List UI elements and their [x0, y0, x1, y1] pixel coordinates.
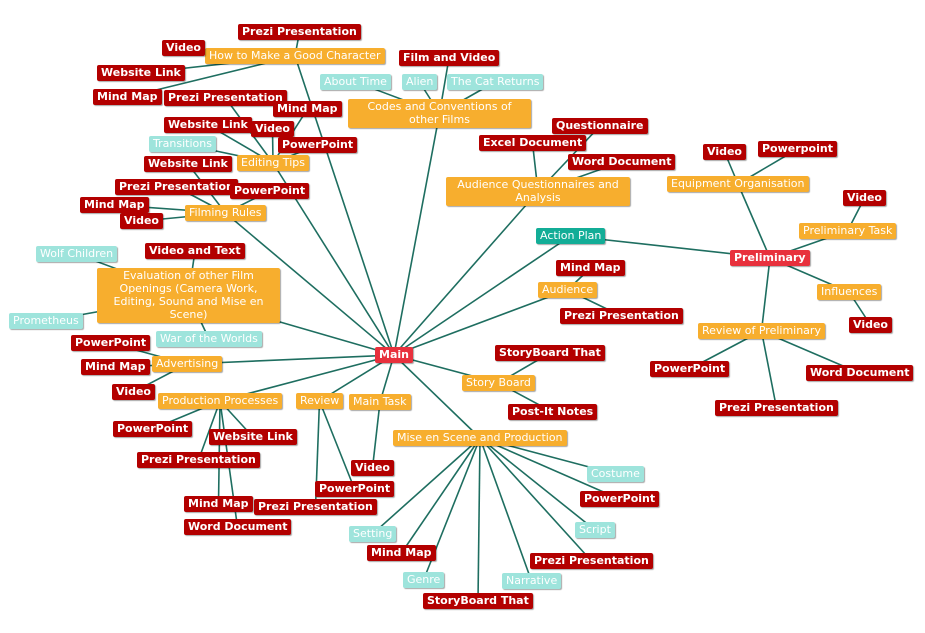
node-main[interactable]: Main [375, 347, 413, 363]
node-mind-map[interactable]: Mind Map [367, 545, 436, 561]
node-evaluation-of-other-film-openings[interactable]: Evaluation of other Film Openings (Camer… [97, 268, 280, 323]
node-equipment-organisation[interactable]: Equipment Organisation [667, 176, 809, 192]
node-prezi-presentation[interactable]: Prezi Presentation [115, 179, 238, 195]
node-mise-en-scene-and-production[interactable]: Mise en Scene and Production [393, 430, 567, 446]
node-mind-map[interactable]: Mind Map [273, 101, 342, 117]
node-preliminary-task[interactable]: Preliminary Task [799, 223, 897, 239]
connector-main-filming_rules [224, 212, 395, 356]
node-powerpoint[interactable]: PowerPoint [315, 481, 395, 497]
connector-mise-ms_prezi [479, 437, 593, 562]
connector-preliminary-review_prelim [760, 257, 771, 332]
node-audience[interactable]: Audience [538, 282, 598, 298]
connector-mise-ms_narrative [479, 437, 533, 582]
node-narrative[interactable]: Narrative [502, 573, 562, 589]
node-video[interactable]: Video [843, 190, 886, 206]
node-prezi-presentation[interactable]: Prezi Presentation [560, 308, 683, 324]
connector-mise-ms_storyboard_that [477, 437, 481, 602]
node-mind-map[interactable]: Mind Map [93, 89, 162, 105]
node-filming-rules[interactable]: Filming Rules [185, 205, 266, 221]
node-costume[interactable]: Costume [587, 466, 644, 482]
node-powerpoint[interactable]: PowerPoint [113, 421, 193, 437]
node-powerpoint[interactable]: PowerPoint [278, 137, 358, 153]
connector-main-audience [393, 289, 568, 356]
node-mind-map[interactable]: Mind Map [184, 496, 253, 512]
node-how-to-make-a-good-character[interactable]: How to Make a Good Character [205, 48, 385, 64]
node-powerpoint[interactable]: Powerpoint [758, 141, 837, 157]
connector-preliminary-equipment [737, 183, 771, 259]
node-story-board[interactable]: Story Board [462, 375, 535, 391]
connector-review-rv_powerpoint [318, 400, 356, 490]
node-review[interactable]: Review [296, 393, 344, 409]
node-website-link[interactable]: Website Link [164, 117, 252, 133]
connector-main-audience_q [393, 190, 539, 356]
node-script[interactable]: Script [575, 522, 615, 538]
node-setting[interactable]: Setting [349, 526, 397, 542]
node-prezi-presentation[interactable]: Prezi Presentation [530, 553, 653, 569]
node-video[interactable]: Video [251, 121, 294, 137]
node-prometheus[interactable]: Prometheus [9, 313, 83, 329]
node-powerpoint[interactable]: PowerPoint [650, 361, 730, 377]
node-prezi-presentation[interactable]: Prezi Presentation [164, 90, 287, 106]
connector-main-mise [393, 354, 481, 439]
node-wolf-children[interactable]: Wolf Children [36, 246, 118, 262]
node-prezi-presentation[interactable]: Prezi Presentation [238, 24, 361, 40]
node-video-and-text[interactable]: Video and Text [145, 243, 245, 259]
node-word-document[interactable]: Word Document [184, 519, 292, 535]
node-prezi-presentation[interactable]: Prezi Presentation [137, 452, 260, 468]
node-website-link[interactable]: Website Link [144, 156, 232, 172]
connector-main_task-mt_video [371, 401, 381, 469]
node-storyboard-that[interactable]: StoryBoard That [495, 345, 605, 361]
node-post-it-notes[interactable]: Post-It Notes [508, 404, 598, 420]
node-about-time[interactable]: About Time [320, 74, 391, 90]
node-transitions[interactable]: Transitions [149, 136, 216, 152]
node-word-document[interactable]: Word Document [806, 365, 914, 381]
node-powerpoint[interactable]: PowerPoint [230, 183, 310, 199]
node-audience-questionnaires-and-analysis[interactable]: Audience Questionnaires and Analysis [446, 177, 630, 206]
node-review-of-preliminary[interactable]: Review of Preliminary [698, 323, 825, 339]
node-alien[interactable]: Alien [402, 74, 438, 90]
node-production-processes[interactable]: Production Processes [158, 393, 283, 409]
connector-mise-ms_powerpoint [479, 437, 620, 500]
node-video[interactable]: Video [703, 144, 746, 160]
connector-mise-ms_script [479, 437, 596, 531]
connector-review_prelim-rp_prezi [760, 330, 778, 409]
node-film-and-video[interactable]: Film and Video [399, 50, 500, 66]
node-influences[interactable]: Influences [817, 284, 882, 300]
node-codes-and-conventions[interactable]: Codes and Conventions of other Films [348, 99, 531, 128]
node-video[interactable]: Video [351, 460, 394, 476]
node-website-link[interactable]: Website Link [209, 429, 297, 445]
node-word-document[interactable]: Word Document [568, 154, 676, 170]
node-website-link[interactable]: Website Link [97, 65, 185, 81]
node-mind-map[interactable]: Mind Map [80, 197, 149, 213]
node-preliminary[interactable]: Preliminary [730, 250, 810, 266]
node-storyboard-that[interactable]: StoryBoard That [423, 593, 533, 609]
node-prezi-presentation[interactable]: Prezi Presentation [254, 499, 377, 515]
connector-main-codes [393, 113, 441, 356]
node-powerpoint[interactable]: PowerPoint [580, 491, 660, 507]
node-war-of-the-worlds[interactable]: War of the Worlds [156, 331, 262, 347]
node-advertising[interactable]: Advertising [152, 356, 223, 372]
node-mind-map[interactable]: Mind Map [556, 260, 625, 276]
node-video[interactable]: Video [162, 40, 205, 56]
connector-mise-ms_setting [371, 437, 481, 535]
connector-mise-ms_mindmap [400, 437, 481, 554]
node-video[interactable]: Video [112, 384, 155, 400]
node-questionnaire[interactable]: Questionnaire [552, 118, 648, 134]
node-video[interactable]: Video [849, 317, 892, 333]
node-prezi-presentation[interactable]: Prezi Presentation [715, 400, 838, 416]
node-editing-tips[interactable]: Editing Tips [237, 155, 309, 171]
node-excel-document[interactable]: Excel Document [479, 135, 587, 151]
connector-main-action_plan [393, 235, 571, 356]
node-mind-map[interactable]: Mind Map [81, 359, 150, 375]
node-the-cat-returns[interactable]: The Cat Returns [447, 74, 544, 90]
node-video[interactable]: Video [120, 213, 163, 229]
node-action-plan[interactable]: Action Plan [536, 228, 606, 244]
node-main-task[interactable]: Main Task [349, 394, 411, 410]
node-genre[interactable]: Genre [403, 572, 445, 588]
node-powerpoint[interactable]: PowerPoint [71, 335, 151, 351]
